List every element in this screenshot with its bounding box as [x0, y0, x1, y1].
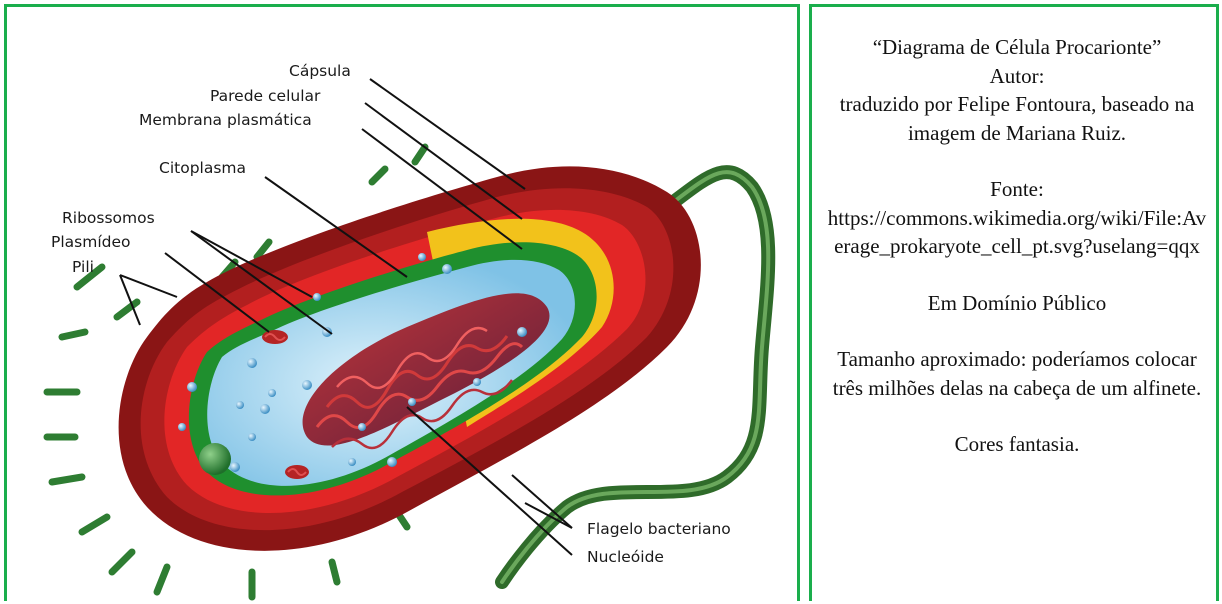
caption-colors-note: Cores fantasia. — [824, 430, 1210, 459]
caption-author: traduzido por Felipe Fontoura, baseado n… — [824, 90, 1210, 147]
storage-granule — [199, 443, 231, 475]
label-cell-wall: Parede celular — [210, 87, 321, 105]
caption-size-note: Tamanho aproximado: poderíamos colocar t… — [824, 345, 1210, 402]
caption-text: “Diagrama de Célula Procarionte” Autor: … — [824, 33, 1210, 459]
label-plasmid: Plasmídeo — [51, 233, 131, 251]
caption-source-url: https://commons.wikimedia.org/wiki/File:… — [824, 204, 1210, 261]
plasmid — [262, 330, 288, 344]
label-plasma-membrane: Membrana plasmática — [139, 111, 312, 129]
caption-title: “Diagrama de Célula Procarionte” — [824, 33, 1210, 62]
caption-license: Em Domínio Público — [824, 289, 1210, 318]
diagram-panel: Cápsula Parede celular Membrana plasmáti… — [4, 4, 800, 601]
label-cytoplasm: Citoplasma — [159, 159, 246, 177]
plasmid-2 — [285, 465, 309, 479]
label-capsule: Cápsula — [289, 62, 351, 80]
caption-source-label: Fonte: — [824, 175, 1210, 204]
label-nucleoid: Nucleóide — [587, 548, 664, 566]
label-flagellum: Flagelo bacteriano — [587, 520, 731, 538]
caption-author-label: Autor: — [824, 62, 1210, 91]
label-ribosomes: Ribossomos — [62, 209, 155, 227]
caption-panel: “Diagrama de Célula Procarionte” Autor: … — [809, 4, 1219, 601]
prokaryote-cell-diagram: Cápsula Parede celular Membrana plasmáti… — [7, 7, 797, 604]
label-pili: Pili — [72, 258, 94, 276]
